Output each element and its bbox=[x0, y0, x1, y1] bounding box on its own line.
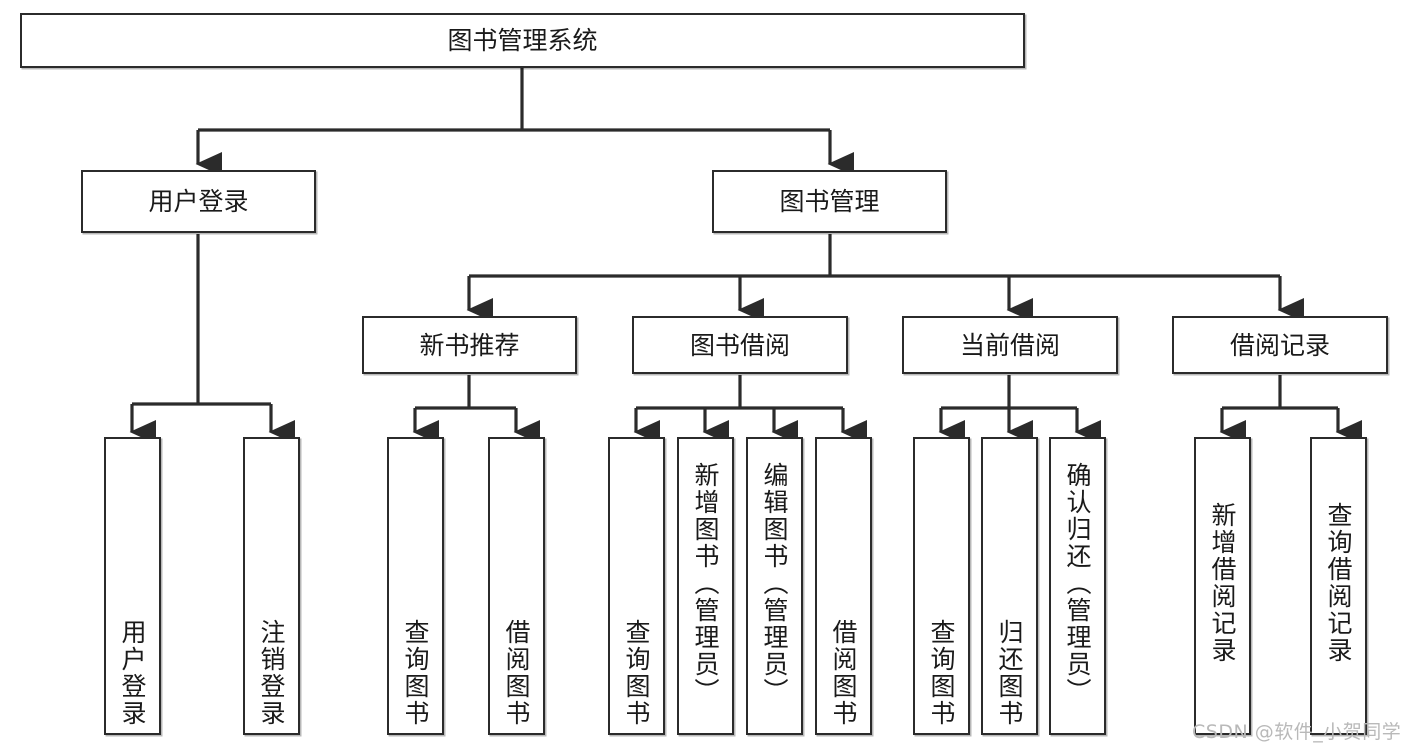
node-leaf-query-book-1-label: 查询图书 bbox=[401, 619, 430, 727]
node-leaf-borrow-book-1[interactable]: 借阅图书 bbox=[488, 437, 545, 735]
node-leaf-query-book-2[interactable]: 查询图书 bbox=[608, 437, 665, 735]
node-leaf-return-book-label: 归还图书 bbox=[995, 619, 1024, 727]
node-borrow-record-label: 借阅记录 bbox=[1229, 330, 1330, 360]
node-root[interactable]: 图书管理系统 bbox=[20, 13, 1025, 68]
node-leaf-confirm-return[interactable]: 确认归还（管理员） bbox=[1049, 437, 1106, 735]
node-current-borrow-label: 当前借阅 bbox=[959, 330, 1060, 360]
node-leaf-return-book[interactable]: 归还图书 bbox=[981, 437, 1038, 735]
node-book-mgmt[interactable]: 图书管理 bbox=[712, 170, 947, 233]
node-current-borrow[interactable]: 当前借阅 bbox=[902, 316, 1118, 374]
node-leaf-user-login-label: 用户登录 bbox=[118, 619, 147, 727]
node-book-borrow-label: 图书借阅 bbox=[689, 330, 790, 360]
node-book-borrow[interactable]: 图书借阅 bbox=[632, 316, 848, 374]
node-leaf-edit-book[interactable]: 编辑图书（管理员） bbox=[746, 437, 803, 735]
node-leaf-logout[interactable]: 注销登录 bbox=[243, 437, 300, 735]
node-leaf-query-book-1[interactable]: 查询图书 bbox=[387, 437, 444, 735]
node-leaf-query-book-3[interactable]: 查询图书 bbox=[913, 437, 970, 735]
node-leaf-query-borrow-record[interactable]: 查询借阅记录 bbox=[1310, 437, 1367, 735]
csdn-watermark: CSDN @软件_小贺同学 bbox=[1192, 721, 1402, 743]
node-leaf-query-book-2-label: 查询图书 bbox=[622, 619, 651, 727]
node-new-book-rec-label: 新书推荐 bbox=[419, 330, 520, 360]
node-leaf-borrow-book-1-label: 借阅图书 bbox=[502, 619, 531, 727]
node-leaf-borrow-book-2-label: 借阅图书 bbox=[829, 619, 858, 727]
node-leaf-confirm-return-label: 确认归还（管理员） bbox=[1063, 461, 1092, 705]
node-leaf-query-book-3-label: 查询图书 bbox=[927, 619, 956, 727]
node-leaf-add-borrow-record[interactable]: 新增借阅记录 bbox=[1194, 437, 1251, 735]
node-borrow-record[interactable]: 借阅记录 bbox=[1172, 316, 1388, 374]
node-leaf-add-book[interactable]: 新增图书（管理员） bbox=[677, 437, 734, 735]
node-root-label: 图书管理系统 bbox=[447, 26, 598, 55]
node-leaf-edit-book-label: 编辑图书（管理员） bbox=[760, 461, 789, 705]
node-user-login[interactable]: 用户登录 bbox=[81, 170, 316, 233]
node-leaf-query-borrow-record-label: 查询借阅记录 bbox=[1324, 502, 1353, 664]
node-new-book-rec[interactable]: 新书推荐 bbox=[362, 316, 577, 374]
node-leaf-logout-label: 注销登录 bbox=[257, 619, 286, 727]
node-book-mgmt-label: 图书管理 bbox=[779, 187, 880, 216]
node-leaf-add-borrow-record-label: 新增借阅记录 bbox=[1208, 502, 1237, 664]
node-leaf-user-login[interactable]: 用户登录 bbox=[104, 437, 161, 735]
node-user-login-label: 用户登录 bbox=[148, 187, 249, 216]
node-leaf-borrow-book-2[interactable]: 借阅图书 bbox=[815, 437, 872, 735]
node-leaf-add-book-label: 新增图书（管理员） bbox=[691, 461, 720, 705]
